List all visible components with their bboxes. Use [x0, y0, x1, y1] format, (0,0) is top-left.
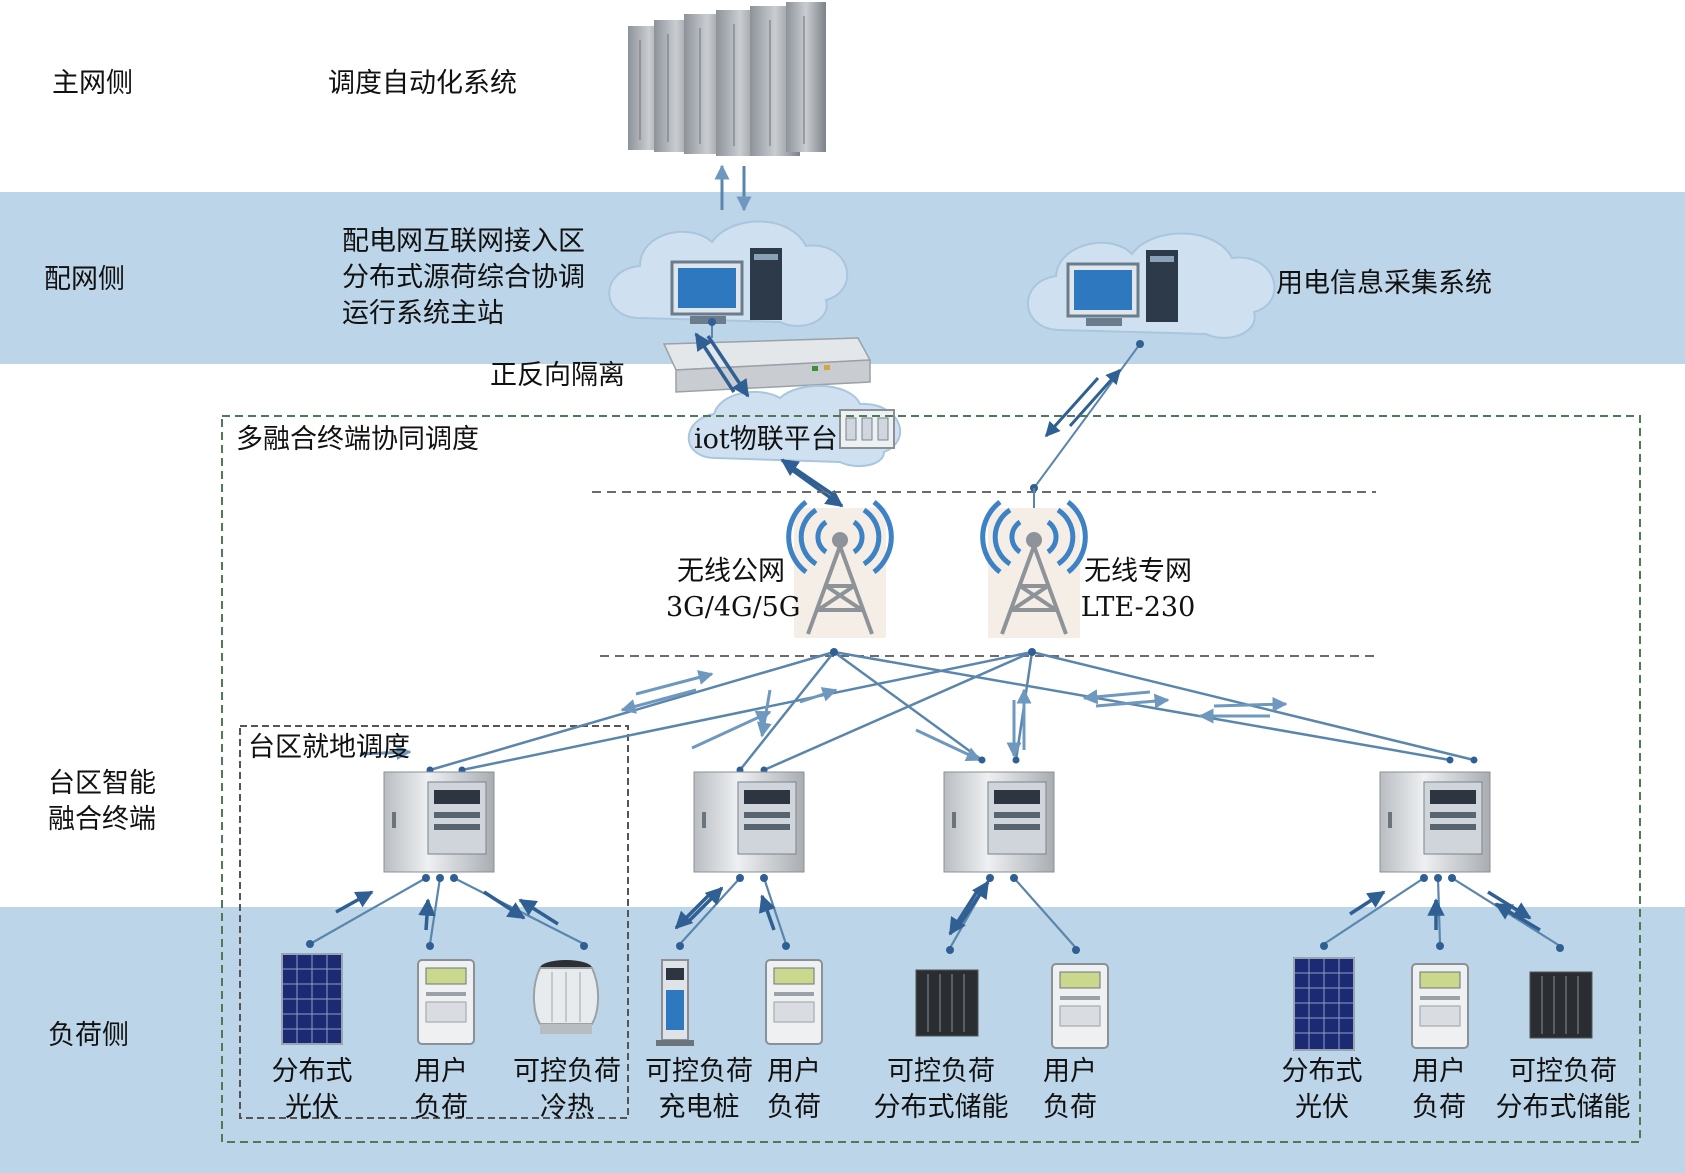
load-label-line1: 用户 [767, 1056, 821, 1087]
load-label: 可控负荷 分布式储能 [1490, 1054, 1636, 1126]
local-dispatch-boundary [239, 725, 629, 1119]
load-label-line2: 充电桩 [658, 1092, 740, 1123]
terminal-device-icon [943, 771, 1055, 873]
load-label: 可控负荷 分布式储能 [868, 1054, 1014, 1126]
load-label: 分布式 光伏 [1262, 1054, 1382, 1126]
iot-tower-arrows [780, 458, 844, 508]
public-tower-icon [786, 500, 894, 638]
load-label-line1: 分布式 [1281, 1056, 1363, 1087]
layer-label-terminal: 台区智能 融合终端 [48, 766, 156, 838]
load-label: 用户 负荷 [752, 1054, 836, 1126]
load-label-line1: 用户 [1043, 1056, 1097, 1087]
wireless-private-line1: 无线专网 [1084, 556, 1192, 587]
wireless-public-line2: 3G/4G/5G [666, 592, 801, 623]
battery-storage-icon [1529, 971, 1593, 1039]
wireless-private-line2: LTE-230 [1080, 592, 1196, 623]
server-rack-icon [628, 2, 826, 156]
collection-system-cloud [1027, 232, 1276, 339]
load-label: 可控负荷 冷热 [502, 1054, 632, 1126]
battery-storage-icon [915, 969, 979, 1037]
load-label-line2: 负荷 [1412, 1092, 1466, 1123]
electric-meter-icon [765, 959, 823, 1045]
load-label-line2: 光伏 [285, 1092, 339, 1123]
terminal-device-icon [383, 771, 495, 873]
multi-terminal-boundary [221, 415, 1641, 1143]
electric-meter-icon [1411, 963, 1469, 1049]
private-tower-icon [980, 500, 1088, 638]
load-label: 用户 负荷 [386, 1054, 496, 1126]
charging-pile-icon [656, 959, 694, 1046]
master-station-line3: 运行系统主站 [342, 298, 504, 329]
wireless-public-line1: 无线公网 [677, 556, 785, 587]
load-label-line2: 冷热 [540, 1092, 594, 1123]
load-label-line1: 可控负荷 [887, 1056, 995, 1087]
cooling-tower-icon [533, 960, 599, 1034]
load-band [0, 907, 1685, 1173]
load-label-line2: 负荷 [767, 1092, 821, 1123]
load-label-line1: 可控负荷 [645, 1056, 753, 1087]
load-label: 用户 负荷 [1392, 1054, 1486, 1126]
terminal-load-arrows [335, 880, 1541, 936]
layer-label-distribution: 配网侧 [44, 264, 125, 295]
load-label-line1: 用户 [1412, 1056, 1466, 1087]
terminal-device-icon [1379, 771, 1491, 873]
dispatch-system-label: 调度自动化系统 [328, 68, 517, 99]
load-label-line1: 可控负荷 [1509, 1056, 1617, 1087]
load-label: 分布式 光伏 [252, 1054, 372, 1126]
wireless-public-label: 无线公网 3G/4G/5G [666, 554, 801, 626]
load-label-line2: 负荷 [1043, 1092, 1097, 1123]
solar-panel-icon [1293, 957, 1355, 1051]
load-label-line2: 分布式储能 [873, 1092, 1009, 1123]
tower-terminal-arrows [359, 670, 1288, 762]
load-label-line1: 用户 [414, 1056, 468, 1087]
electric-meter-icon [417, 959, 475, 1045]
iot-platform-label: iot物联平台 [694, 424, 838, 455]
isolation-device-icon [662, 337, 872, 393]
multi-terminal-label: 多融合终端协同调度 [236, 424, 479, 455]
master-iot-arrows [694, 332, 750, 398]
electric-meter-icon [1051, 963, 1109, 1049]
master-station-line1: 配电网互联网接入区 [342, 226, 585, 257]
load-label-line2: 分布式储能 [1495, 1092, 1631, 1123]
load-label-line1: 分布式 [271, 1056, 353, 1087]
collection-system-label: 用电信息采集系统 [1276, 268, 1492, 299]
layer-label-terminal-line1: 台区智能 [48, 768, 156, 799]
solar-panel-icon [281, 953, 343, 1045]
tower-terminal-links [429, 650, 1475, 772]
master-station-label: 配电网互联网接入区 分布式源荷综合协调 运行系统主站 [342, 224, 585, 332]
dispatch-link-arrows [714, 164, 752, 212]
isolation-label: 正反向隔离 [490, 360, 625, 391]
load-label: 用户 负荷 [1022, 1054, 1118, 1126]
load-label-line2: 光伏 [1295, 1092, 1349, 1123]
master-station-cloud [608, 220, 849, 327]
local-dispatch-label: 台区就地调度 [248, 732, 410, 763]
wireless-private-label: 无线专网 LTE-230 [1076, 554, 1200, 626]
terminal-device-icon [693, 771, 805, 873]
layer-label-main: 主网侧 [52, 68, 133, 99]
load-label-line1: 可控负荷 [513, 1056, 621, 1087]
load-label-line2: 负荷 [414, 1092, 468, 1123]
master-station-line2: 分布式源荷综合协调 [342, 262, 585, 293]
load-label: 可控负荷 充电桩 [636, 1054, 762, 1126]
layer-label-load: 负荷侧 [48, 1020, 129, 1051]
layer-label-terminal-line2: 融合终端 [48, 804, 156, 835]
